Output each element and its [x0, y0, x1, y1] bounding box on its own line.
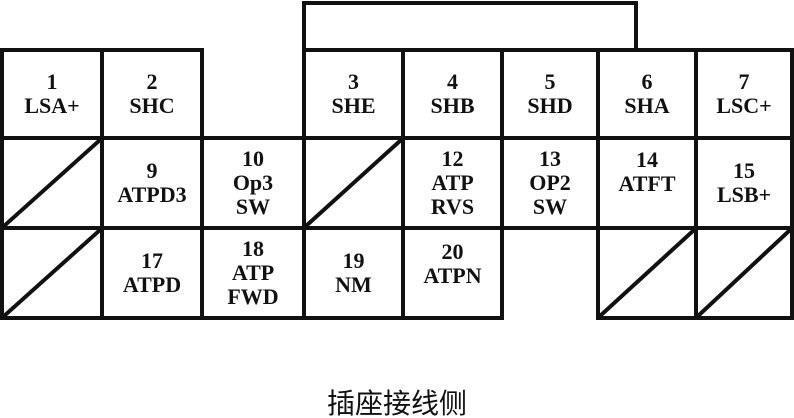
pin-number: 17 [141, 248, 163, 273]
pin-number: 2 [146, 69, 158, 94]
diagonal-slash-icon [600, 230, 694, 316]
pin-label: NM [335, 272, 372, 297]
pin-15: 15 LSB+ [694, 136, 794, 230]
pin-4: 4 SHB [401, 48, 504, 140]
pin-label: SHB [430, 93, 475, 118]
pin-label: LSC+ [716, 93, 772, 118]
pin-label: SHA [624, 93, 670, 118]
pin-19: 19 NM [302, 226, 405, 320]
pin-9: 9 ATPD3 [100, 136, 204, 230]
pin-1: 1 LSA+ [0, 48, 104, 140]
pin-number: 9 [146, 158, 158, 183]
pin-label: ATFT [618, 171, 676, 196]
pin-2: 2 SHC [100, 48, 204, 140]
pin-label: SW [235, 194, 271, 219]
diagonal-slash-icon [306, 140, 401, 226]
pin-12: 12 ATP RVS [401, 136, 504, 230]
pin-label: SHC [129, 93, 175, 118]
pin-13: 13 OP2 SW [500, 136, 600, 230]
pin-label: ATPD3 [117, 182, 187, 207]
pin-7: 7 LSC+ [694, 48, 794, 140]
pin-22-unused [596, 226, 698, 320]
pin-number: 10 [242, 146, 264, 171]
pin-number: 19 [342, 248, 365, 273]
pin-17: 17 ATPD [100, 226, 204, 320]
pin-16-unused [0, 226, 104, 320]
pin-number: 4 [447, 69, 458, 94]
diagonal-slash-icon [698, 230, 790, 316]
pin-23-unused [694, 226, 794, 320]
pin-number: 1 [46, 69, 58, 94]
pin-label: ATP [431, 170, 474, 195]
pin-label: ATPN [423, 263, 482, 288]
pin-label: SW [532, 194, 568, 219]
pin-label: ATP [231, 260, 275, 285]
pin-label: LSA+ [24, 93, 80, 118]
pin-number: 18 [242, 236, 264, 261]
pin-14: 14 ATFT [596, 136, 698, 230]
pin-11-unused [302, 136, 405, 230]
pin-8-unused [0, 136, 104, 230]
pin-label: SHE [331, 93, 376, 118]
pin-20: 20 ATPN [401, 226, 504, 320]
pin-label: Op3 [232, 170, 274, 195]
pin-10: 10 Op3 SW [200, 136, 306, 230]
pin-number: 3 [348, 69, 359, 94]
pin-label: RVS [430, 194, 475, 219]
pin-label: OP2 [529, 170, 571, 195]
pin-label: SHD [527, 93, 573, 118]
pin-number: 15 [733, 158, 755, 183]
connector-latch-tab [302, 1, 638, 51]
pin-18: 18 ATP FWD [200, 226, 306, 320]
pin-6: 6 SHA [596, 48, 698, 140]
diagonal-slash-icon [4, 140, 100, 226]
pin-number: 12 [441, 146, 464, 171]
pin-label: FWD [227, 284, 279, 309]
pin-number: 6 [641, 69, 653, 94]
pin-5: 5 SHD [500, 48, 600, 140]
pin-number: 13 [539, 146, 561, 171]
pin-number: 14 [636, 147, 658, 172]
pin-label: LSB+ [716, 182, 772, 207]
pin-3: 3 SHE [302, 48, 405, 140]
diagram-caption: 插座接线侧 [326, 387, 467, 418]
pin-label: ATPD [122, 272, 182, 297]
pin-number: 5 [544, 69, 556, 94]
diagonal-slash-icon [4, 230, 100, 316]
pin-number: 7 [738, 69, 750, 94]
pin-number: 20 [441, 239, 464, 264]
